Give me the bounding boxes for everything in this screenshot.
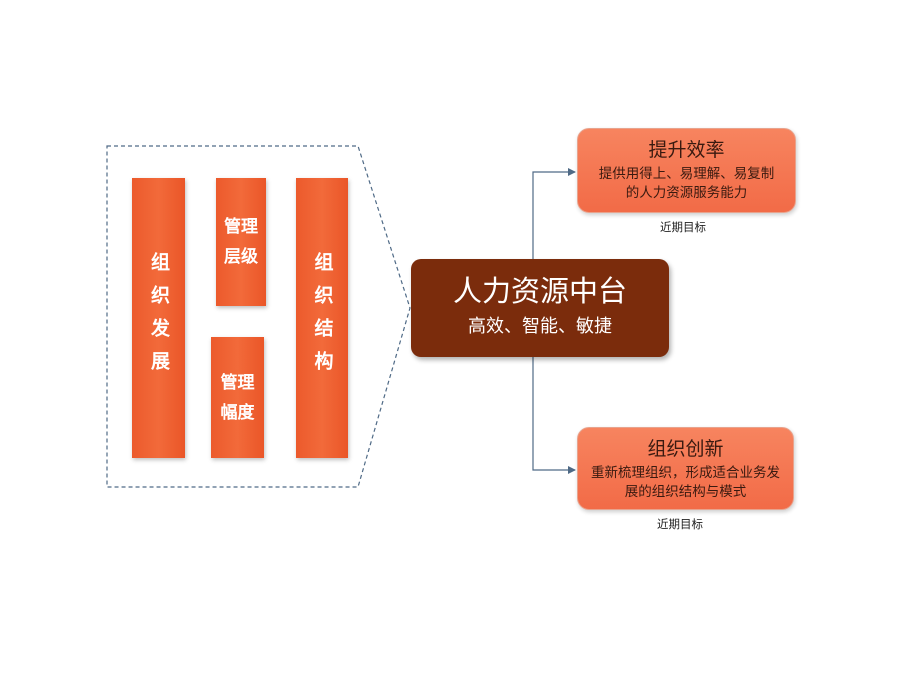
bar-organization-development: 组织发展: [132, 178, 185, 458]
connector-to-goal-2: [532, 357, 576, 474]
goal-tag: 近期目标: [657, 517, 703, 531]
goal-box-efficiency: 提升效率 提供用得上、易理解、易复制的人力资源服务能力: [577, 128, 796, 213]
goal-title: 提升效率: [648, 139, 725, 161]
bar-management-span-label: 管理幅度: [220, 372, 255, 423]
bar-management-levels-label: 管理层级: [224, 217, 258, 267]
hr-platform-hub: 人力资源中台 高效、智能、敏捷: [411, 259, 669, 357]
goal-box-innovation: 组织创新 重新梳理组织，形成适合业务发展的组织结构与模式: [577, 427, 794, 510]
bar-organization-development-label: 组织发展: [148, 252, 170, 384]
bar-organization-structure-label: 组织结构: [311, 252, 334, 384]
goal-description: 重新梳理组织，形成适合业务发展的组织结构与模式: [591, 465, 780, 500]
goal-tag: 近期目标: [660, 220, 706, 234]
connector-to-goal-1: [532, 168, 576, 259]
goal-description: 提供用得上、易理解、易复制的人力资源服务能力: [598, 166, 775, 201]
bar-organization-structure: 组织结构: [296, 178, 348, 458]
hub-title: 人力资源中台: [452, 274, 627, 308]
hub-subtitle: 高效、智能、敏捷: [468, 316, 612, 337]
bar-management-levels: 管理层级: [216, 178, 266, 306]
goal-title: 组织创新: [647, 438, 724, 460]
bar-management-span: 管理幅度: [211, 337, 264, 458]
